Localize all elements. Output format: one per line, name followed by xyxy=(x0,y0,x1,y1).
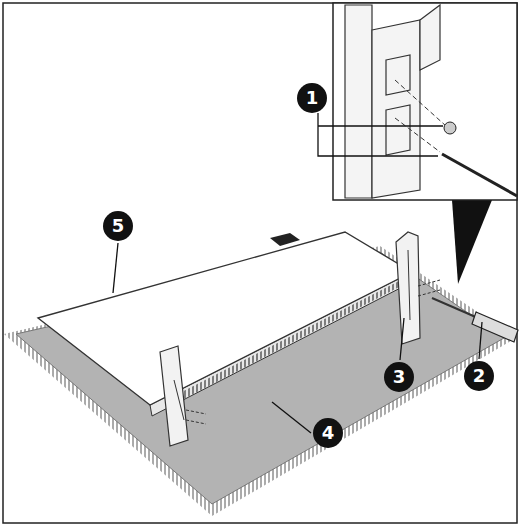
callout-number: 5 xyxy=(103,211,133,241)
zoom-pointer xyxy=(452,200,492,284)
heater-panel xyxy=(38,232,412,405)
leader-line xyxy=(479,322,482,359)
screwdriver-shaft xyxy=(432,298,478,318)
callout-number: 1 xyxy=(297,83,327,113)
foot-detail xyxy=(174,380,184,420)
callout-number: 4 xyxy=(313,418,343,448)
callout-number: 3 xyxy=(384,362,414,392)
screw-axis xyxy=(418,280,440,286)
foot xyxy=(160,346,188,446)
connector-box xyxy=(270,233,300,246)
leader-line xyxy=(272,402,311,433)
screwdriver-handle xyxy=(472,312,518,342)
foot-detail xyxy=(408,250,410,320)
leader-line xyxy=(400,318,404,360)
leader-line xyxy=(113,243,118,293)
callout-marker: 3 xyxy=(384,362,414,392)
screwdriver-shaft xyxy=(442,154,517,196)
screw-axis xyxy=(186,410,206,414)
detail-inset xyxy=(333,3,517,200)
screw-axis xyxy=(186,420,206,424)
foot xyxy=(396,232,420,344)
screw xyxy=(444,122,456,134)
callout-marker: 2 xyxy=(464,361,494,391)
frame xyxy=(3,3,517,523)
leader-line xyxy=(318,113,443,156)
callout-marker: 4 xyxy=(313,418,343,448)
screw-axis xyxy=(395,80,446,126)
callout-number: 2 xyxy=(464,361,494,391)
inset-foot xyxy=(345,5,440,198)
callout-marker: 1 xyxy=(297,83,327,113)
callout-marker: 5 xyxy=(103,211,133,241)
screw-axis xyxy=(395,118,440,152)
screw-axis xyxy=(418,290,440,296)
